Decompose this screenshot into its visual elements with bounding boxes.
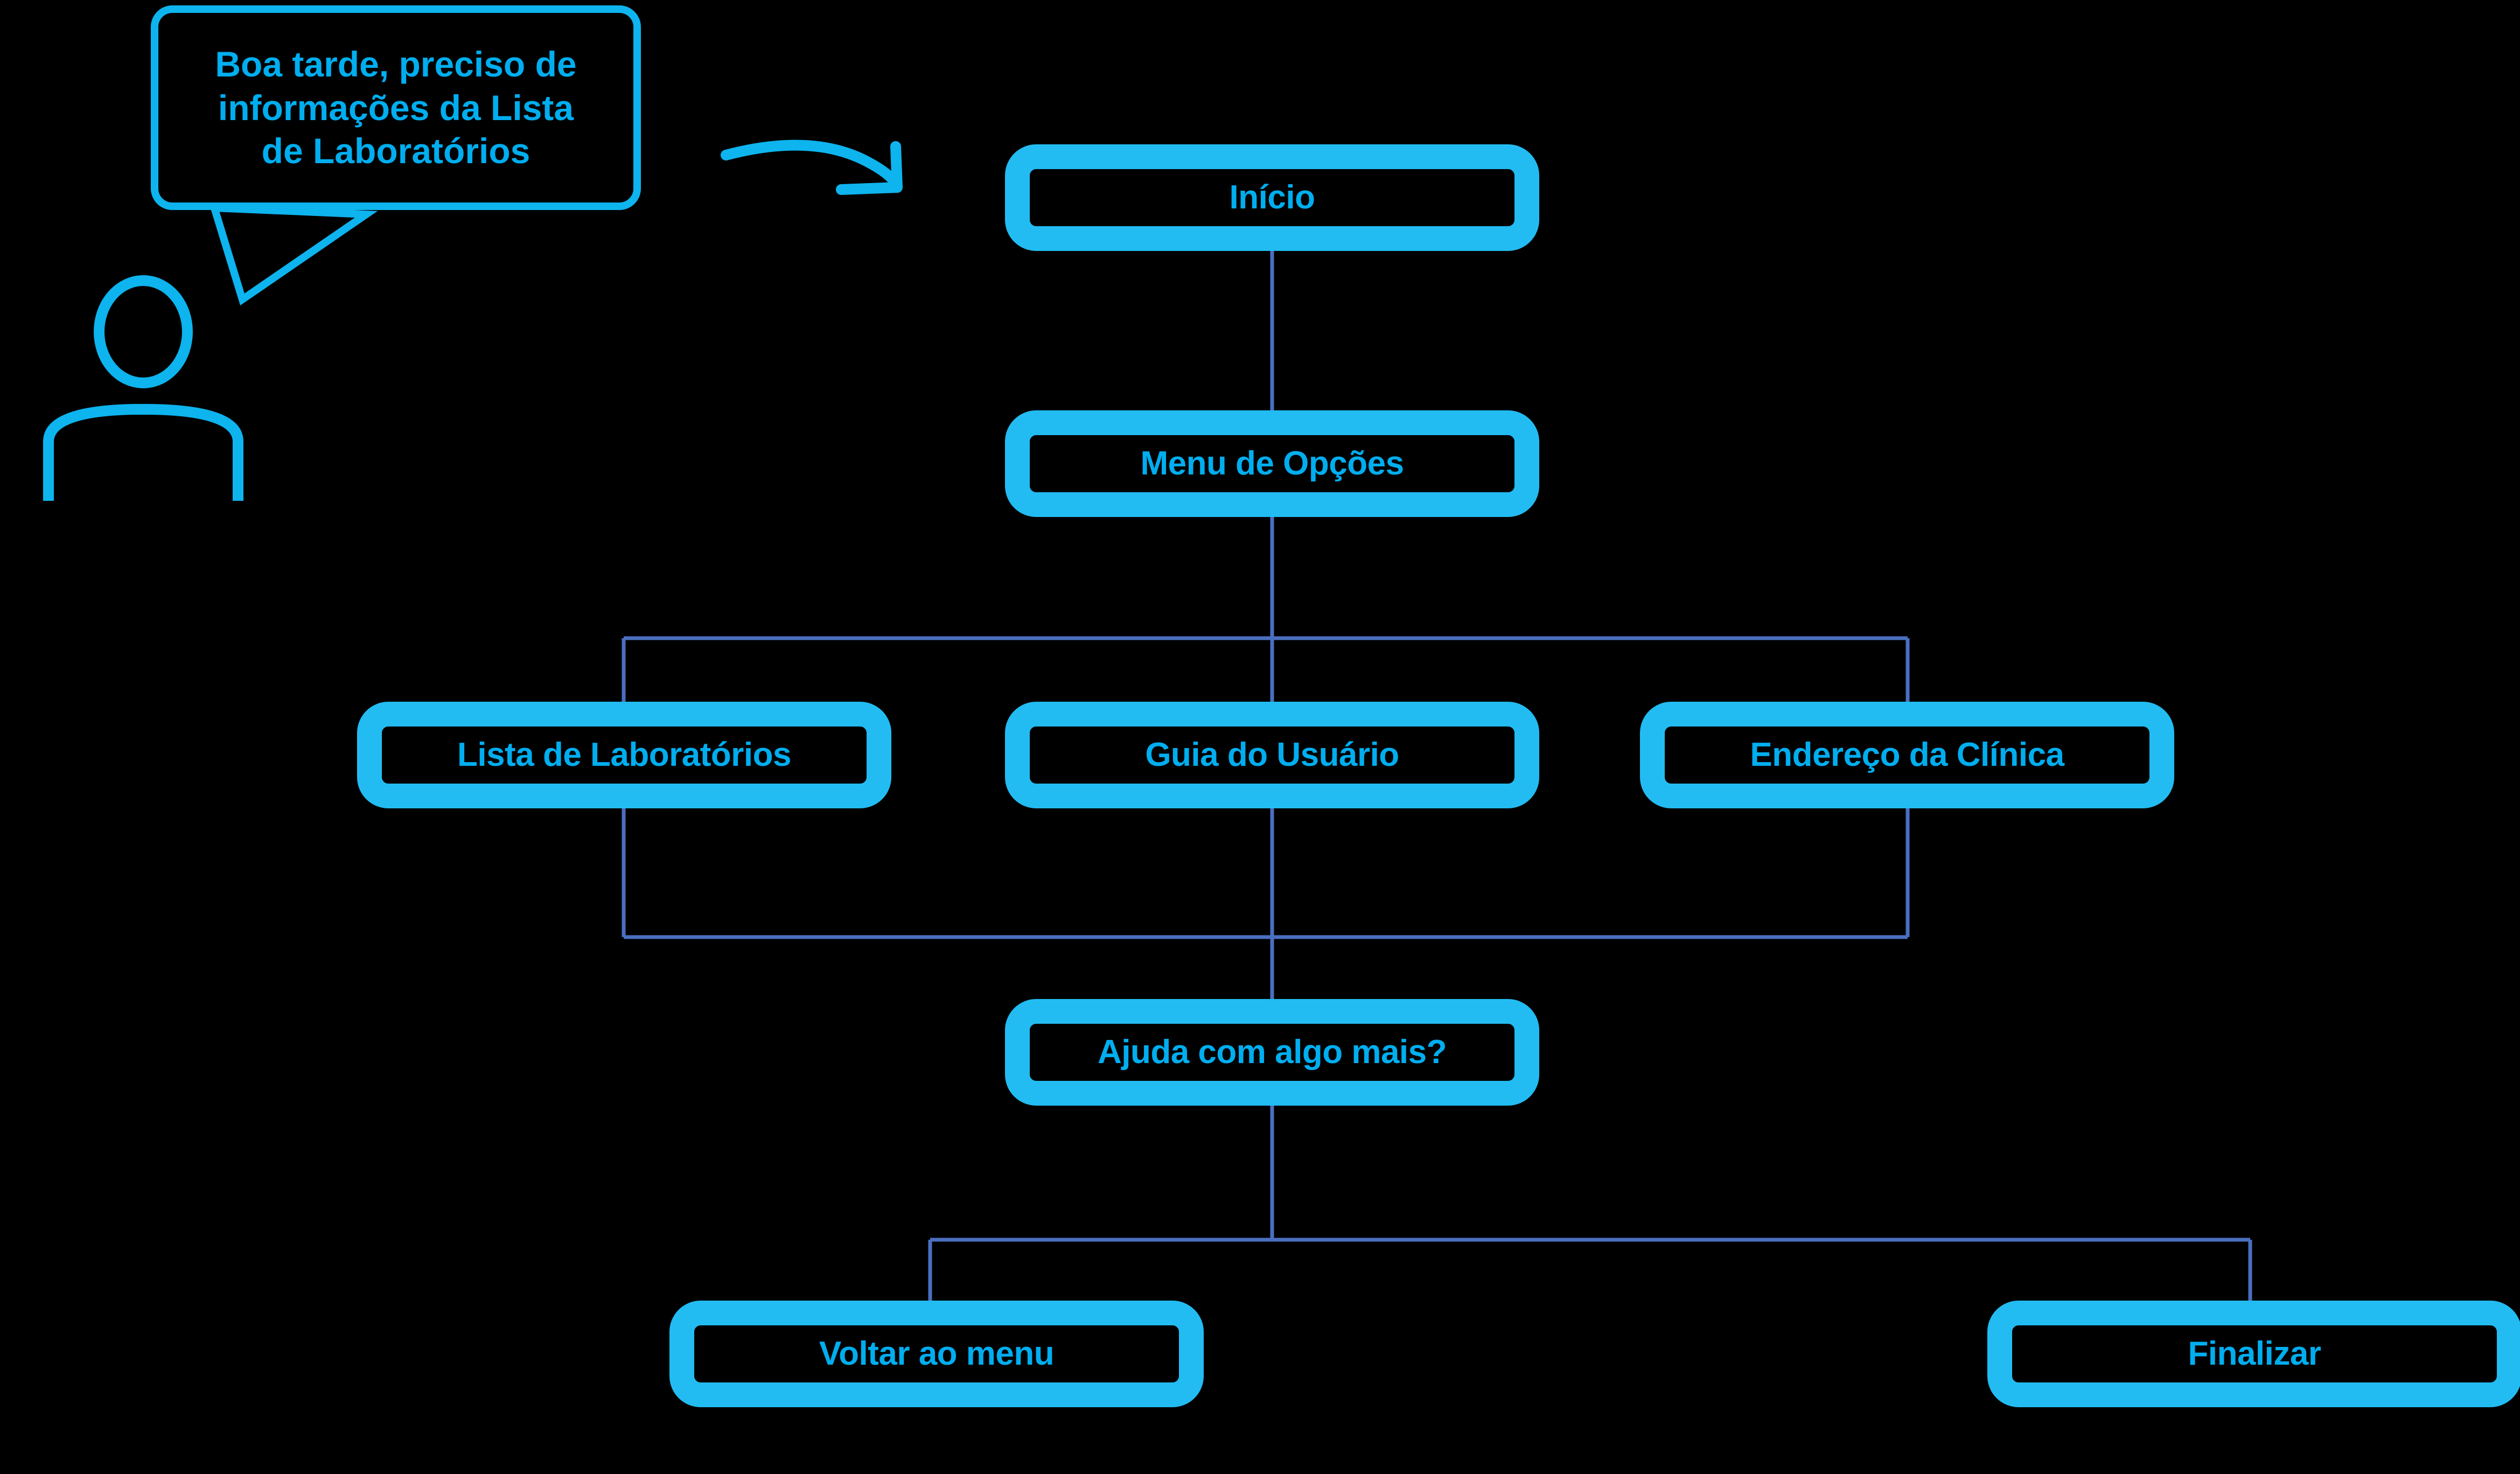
flow-node-label: Guia do Usuário xyxy=(1145,736,1399,773)
flow-node-label: Endereço da Clínica xyxy=(1750,736,2064,773)
speech-bubble-tail xyxy=(209,204,378,306)
flow-node-finalizar[interactable]: Finalizar xyxy=(1987,1301,2520,1407)
flow-node-voltar-ao-menu[interactable]: Voltar ao menu xyxy=(669,1301,1204,1407)
speech-bubble-text: Boa tarde, preciso de informações da Lis… xyxy=(215,44,577,171)
curved-arrow-icon xyxy=(721,139,903,195)
flow-node-inicio[interactable]: Início xyxy=(1005,144,1539,251)
flow-node-lista-de-laboratorios[interactable]: Lista de Laboratórios xyxy=(357,702,891,808)
flow-node-label: Menu de Opções xyxy=(1140,444,1404,482)
speech-bubble: Boa tarde, preciso de informações da Lis… xyxy=(151,5,641,210)
flow-node-ajuda-com-algo-mais[interactable]: Ajuda com algo mais? xyxy=(1005,999,1539,1106)
flow-node-label: Início xyxy=(1229,178,1315,216)
flow-node-label: Voltar ao menu xyxy=(819,1335,1055,1372)
flow-node-label: Ajuda com algo mais? xyxy=(1097,1033,1447,1071)
flow-node-menu[interactable]: Menu de Opções xyxy=(1005,410,1539,517)
flow-node-label: Finalizar xyxy=(2188,1335,2321,1372)
flow-node-endereco-da-clinica[interactable]: Endereço da Clínica xyxy=(1640,702,2174,808)
flow-node-guia-do-usuario[interactable]: Guia do Usuário xyxy=(1005,702,1539,808)
person-icon xyxy=(43,275,243,501)
flow-node-label: Lista de Laboratórios xyxy=(457,736,791,773)
